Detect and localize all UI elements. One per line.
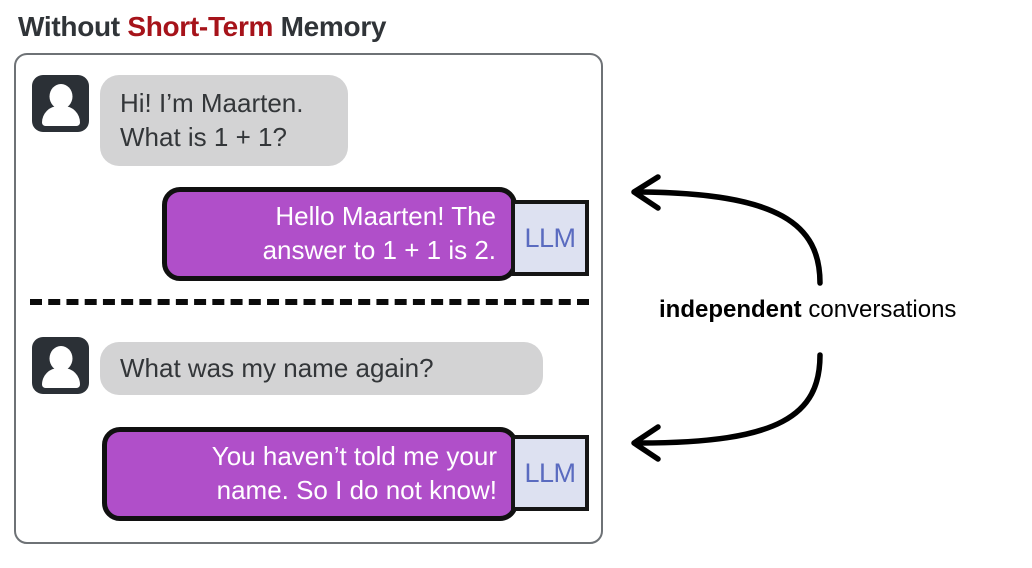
avatar-head-shape — [49, 346, 72, 371]
user-message-bubble: Hi! I’m Maarten. What is 1 + 1? — [100, 75, 348, 166]
title-suffix: Memory — [273, 11, 387, 42]
independent-conversations-arrows — [631, 174, 823, 462]
llm-badge-box: LLM — [511, 435, 589, 511]
conversation-panel: Hi! I’m Maarten. What is 1 + 1? Hello Ma… — [14, 53, 603, 544]
title-prefix: Without — [18, 11, 128, 42]
annotation-strong: independent — [659, 296, 802, 323]
title-accent: Short-Term — [127, 11, 274, 42]
llm-message-bubble: Hello Maarten! The answer to 1 + 1 is 2. — [162, 187, 517, 281]
annotation-label: independent conversations — [659, 296, 956, 324]
conversation-divider — [30, 299, 589, 305]
arrow-top — [631, 174, 823, 286]
llm-badge-box: LLM — [511, 200, 589, 276]
avatar-body-shape — [41, 106, 80, 126]
user-avatar-icon — [32, 75, 89, 132]
arrow-bottom — [631, 352, 823, 462]
user-avatar-icon — [32, 337, 89, 394]
user-message-bubble: What was my name again? — [100, 342, 543, 395]
page-title: Without Short-Term Memory — [18, 11, 386, 43]
avatar-head-shape — [49, 84, 72, 109]
annotation-rest: conversations — [801, 296, 957, 323]
avatar-body-shape — [41, 368, 80, 388]
llm-message-bubble: You haven’t told me your name. So I do n… — [102, 427, 518, 521]
